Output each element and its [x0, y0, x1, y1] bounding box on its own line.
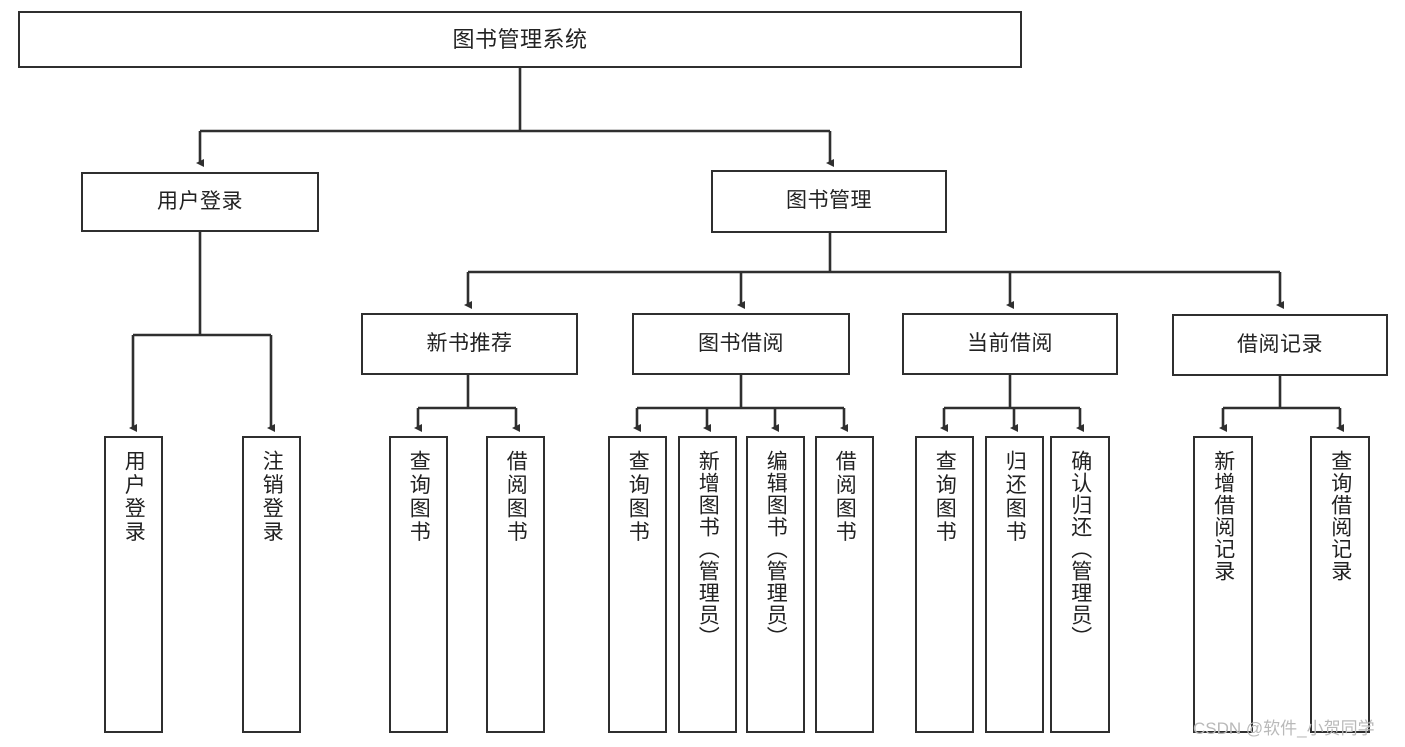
leaf-add-borrow-record-label: 新增借阅记录 — [1211, 450, 1235, 582]
leaf-return-book-label: 归还图书 — [1003, 450, 1027, 544]
leaf-borrow-book-borrow-label: 借阅图书 — [833, 450, 857, 544]
leaf-query-borrow-record-label: 查询借阅记录 — [1328, 450, 1352, 582]
node-book-manage-label: 图书管理 — [786, 189, 872, 213]
leaf-add-book-admin-label: 新增图书（管理员） — [696, 450, 720, 648]
leaf-add-borrow-record[interactable]: 新增借阅记录 — [1193, 436, 1253, 733]
leaf-return-book[interactable]: 归还图书 — [985, 436, 1044, 733]
leaf-borrow-book-recommend[interactable]: 借阅图书 — [486, 436, 545, 733]
csdn-watermark: CSDN @软件_小贺同学 — [1193, 719, 1375, 738]
leaf-confirm-return-admin[interactable]: 确认归还（管理员） — [1050, 436, 1110, 733]
node-borrow-record-label: 借阅记录 — [1237, 332, 1323, 356]
leaf-edit-book-admin[interactable]: 编辑图书（管理员） — [746, 436, 805, 733]
node-book-borrow-label: 图书借阅 — [698, 331, 784, 355]
leaf-edit-book-admin-label: 编辑图书（管理员） — [764, 450, 788, 648]
node-user-login-label: 用户登录 — [157, 189, 243, 213]
leaf-borrow-book-borrow[interactable]: 借阅图书 — [815, 436, 874, 733]
leaf-logout-login-label: 注销登录 — [260, 450, 284, 544]
node-root-label: 图书管理系统 — [452, 26, 588, 52]
leaf-confirm-return-admin-label: 确认归还（管理员） — [1068, 450, 1092, 648]
node-new-book-recommend[interactable]: 新书推荐 — [361, 313, 578, 375]
node-book-manage[interactable]: 图书管理 — [711, 170, 947, 233]
leaf-query-book-recommend[interactable]: 查询图书 — [389, 436, 448, 733]
leaf-user-login[interactable]: 用户登录 — [104, 436, 163, 733]
leaf-query-borrow-record[interactable]: 查询借阅记录 — [1310, 436, 1370, 733]
node-new-book-recommend-label: 新书推荐 — [426, 331, 513, 355]
leaf-query-book-recommend-label: 查询图书 — [407, 450, 431, 544]
leaf-query-book-borrow[interactable]: 查询图书 — [608, 436, 667, 733]
leaf-query-book-current-label: 查询图书 — [933, 450, 957, 544]
node-current-borrow-label: 当前借阅 — [967, 331, 1053, 355]
leaf-query-book-current[interactable]: 查询图书 — [915, 436, 974, 733]
node-borrow-record[interactable]: 借阅记录 — [1172, 314, 1388, 376]
leaf-logout-login[interactable]: 注销登录 — [242, 436, 301, 733]
leaf-borrow-book-recommend-label: 借阅图书 — [504, 450, 528, 544]
node-user-login[interactable]: 用户登录 — [81, 172, 319, 232]
node-root[interactable]: 图书管理系统 — [18, 11, 1022, 68]
node-current-borrow[interactable]: 当前借阅 — [902, 313, 1118, 375]
node-book-borrow[interactable]: 图书借阅 — [632, 313, 850, 375]
leaf-user-login-label: 用户登录 — [122, 450, 146, 544]
leaf-query-book-borrow-label: 查询图书 — [626, 450, 650, 544]
leaf-add-book-admin[interactable]: 新增图书（管理员） — [678, 436, 737, 733]
